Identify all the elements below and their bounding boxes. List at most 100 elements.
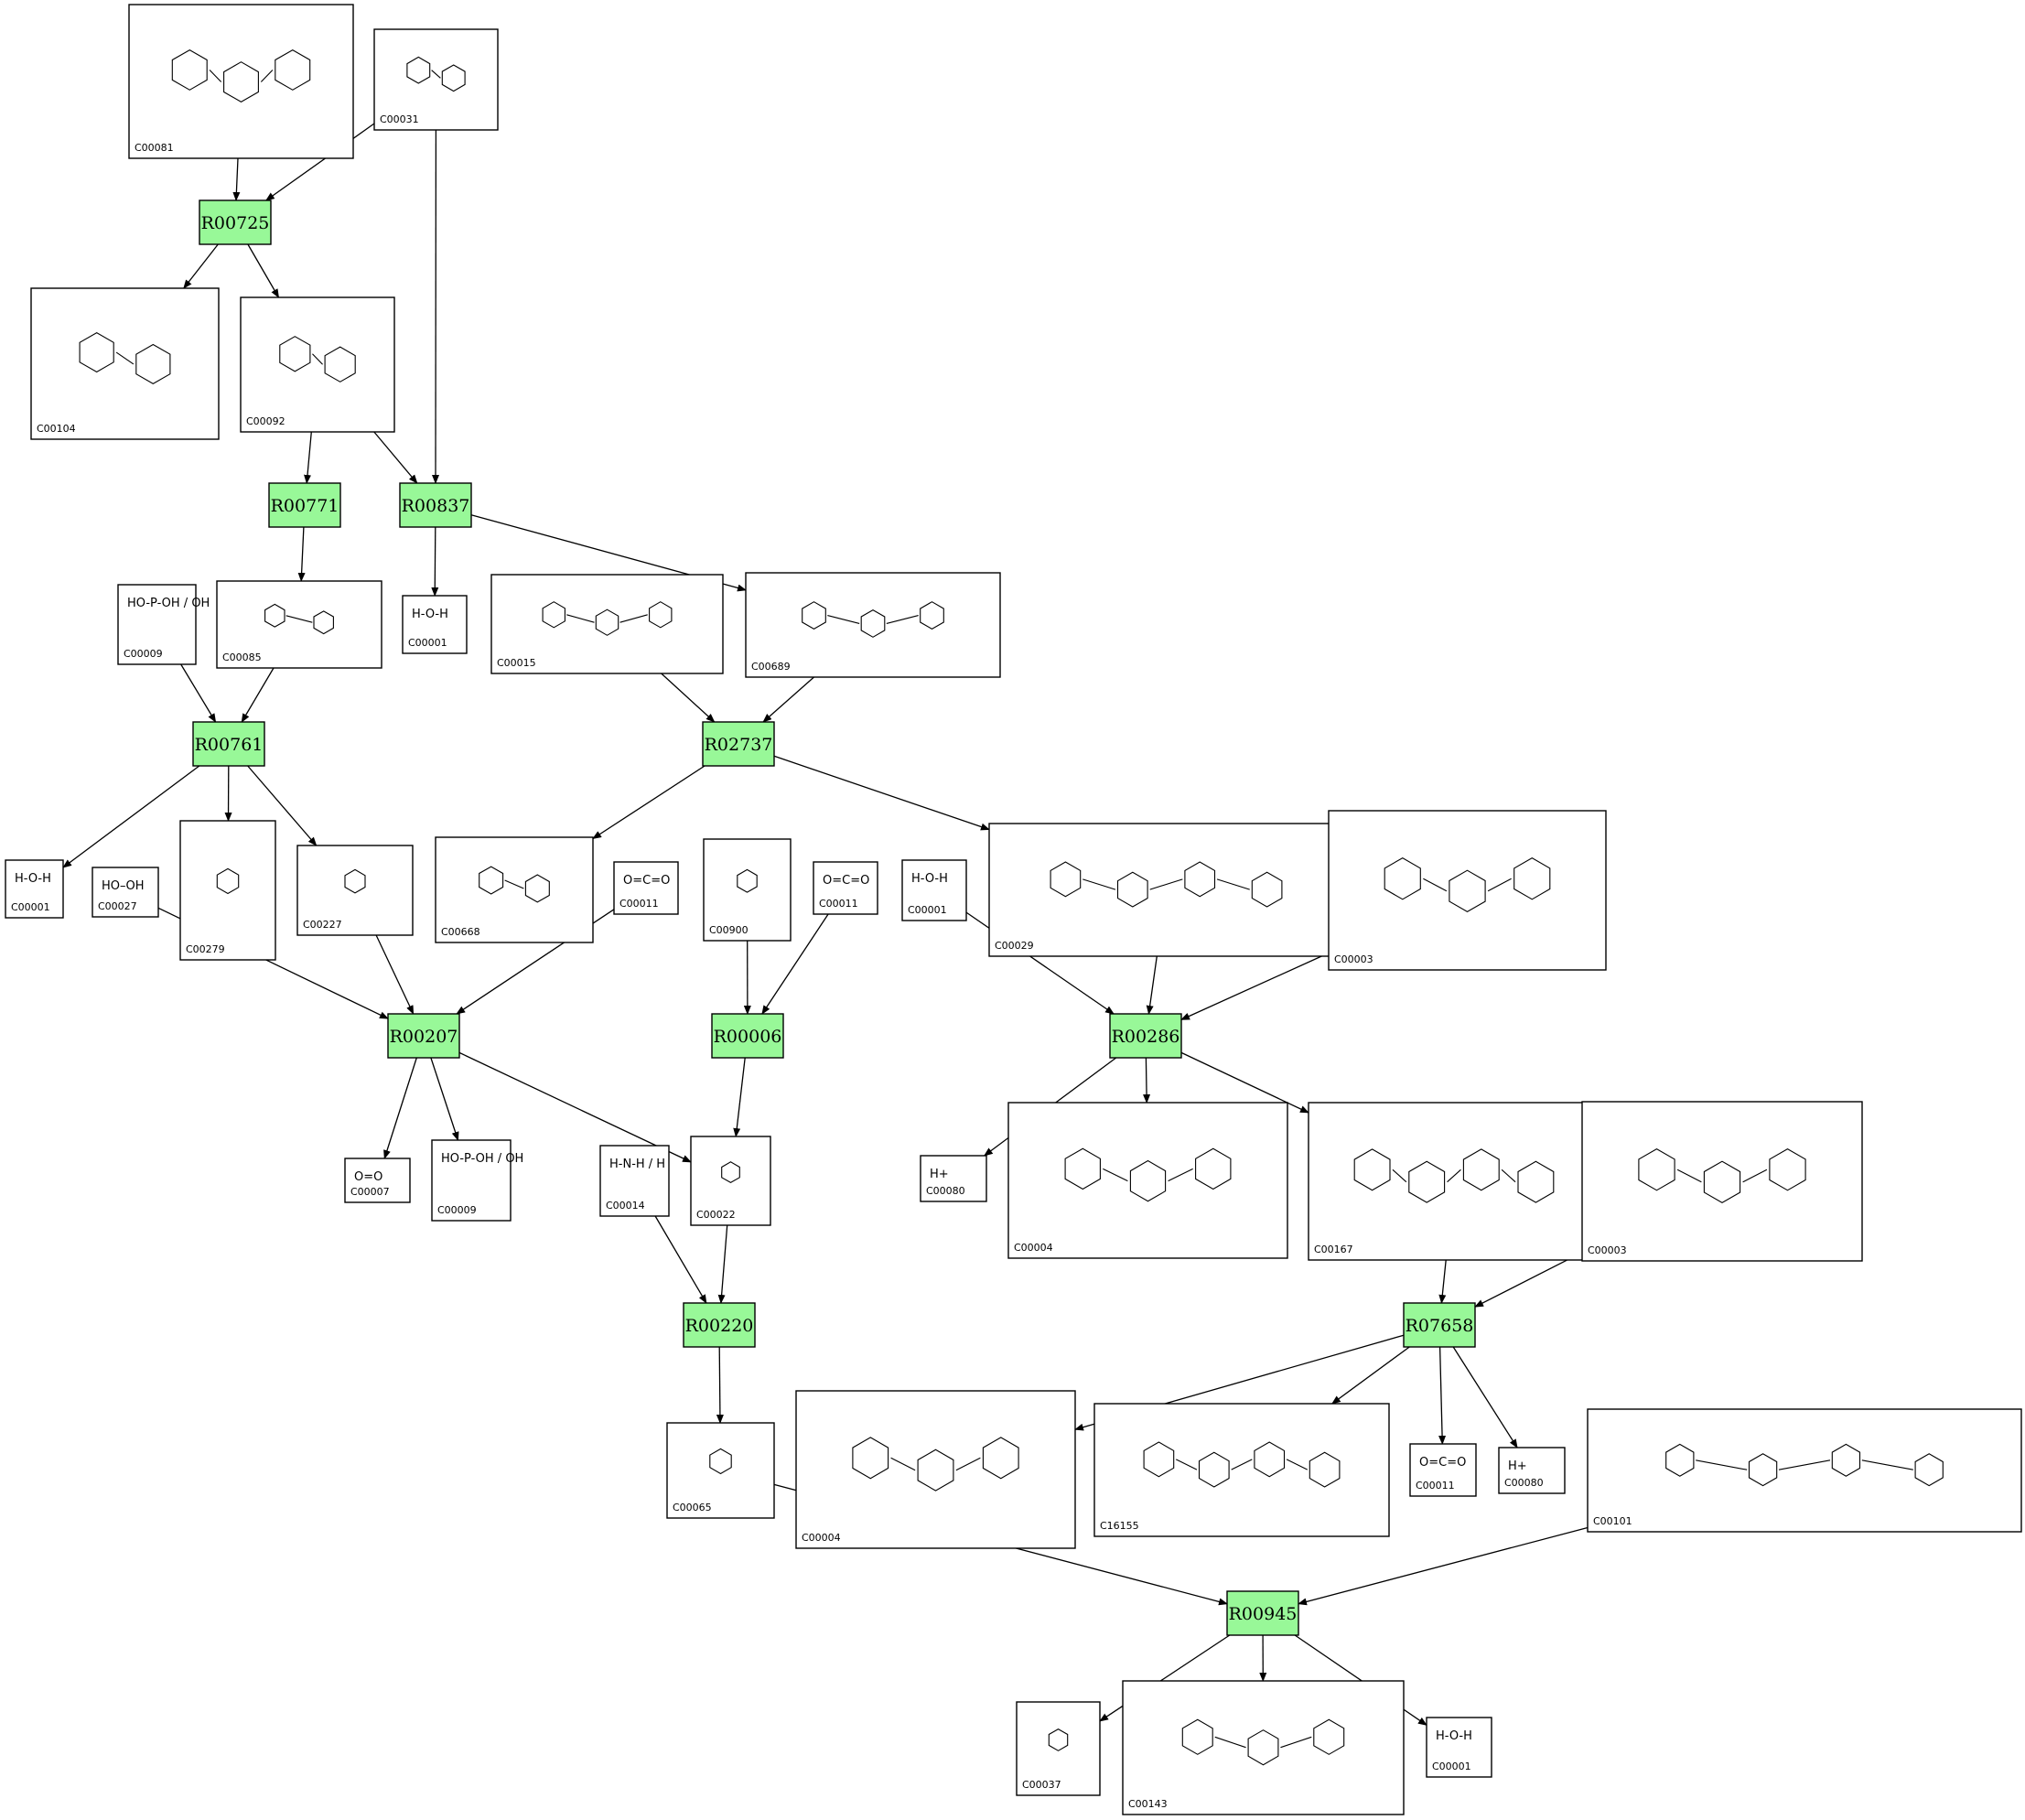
compound-id-label: C00029 (995, 940, 1034, 952)
compound-node-c00279[interactable]: C00279 (179, 820, 276, 961)
compound-node-c00065[interactable]: C00065 (666, 1422, 775, 1519)
reaction-node-r00771[interactable]: R00771 (268, 482, 341, 528)
compound-node-c00101[interactable]: C00101 (1587, 1408, 2022, 1533)
bond-line (209, 70, 222, 82)
ring-shape (982, 1437, 1019, 1480)
reaction-node-r00207[interactable]: R00207 (387, 1013, 460, 1059)
reaction-node-r00006[interactable]: R00006 (711, 1013, 784, 1059)
bond-line (1286, 1459, 1308, 1470)
compound-formula: H-O-H (911, 872, 948, 886)
reaction-node-r00286[interactable]: R00286 (1109, 1013, 1182, 1059)
ring-shape (1703, 1160, 1741, 1204)
ring-shape (1769, 1147, 1806, 1191)
ring-shape (1181, 1718, 1213, 1755)
reaction-node-r00725[interactable]: R00725 (199, 199, 272, 245)
compound-node-c00022[interactable]: C00022 (690, 1136, 771, 1226)
ring-shape (216, 867, 240, 895)
compound-id-label: C00081 (135, 142, 174, 154)
reaction-box (399, 482, 472, 528)
reaction-node-r00220[interactable]: R00220 (683, 1302, 756, 1348)
bond-line (115, 351, 135, 365)
compound-id-label: C00011 (1416, 1480, 1455, 1492)
compound-box (920, 1155, 987, 1202)
compound-id-label: C00143 (1128, 1798, 1168, 1810)
reaction-label: R00207 (390, 1027, 458, 1047)
compound-id-label: C00080 (926, 1185, 965, 1197)
compound-box (1007, 1102, 1288, 1259)
compound-node-c00689[interactable]: C00689 (745, 572, 1001, 678)
compound-node-c00004b[interactable]: C00004 (795, 1390, 1076, 1549)
compound-node-c00004a[interactable]: C00004 (1007, 1102, 1288, 1259)
edge-c00015-to-R02737 (661, 673, 716, 723)
bond-line (619, 614, 648, 623)
edge-R07658-to-c00011c (1438, 1346, 1447, 1445)
ring-shape (1247, 1729, 1279, 1766)
ring-shape (1184, 861, 1216, 898)
edge-c00081-to-R00725 (232, 157, 241, 201)
compound-node-c00037[interactable]: C00037 (1016, 1701, 1101, 1796)
reaction-node-r00837[interactable]: R00837 (399, 482, 472, 528)
bond-line (1676, 1168, 1702, 1183)
compound-node-c00015[interactable]: C00015 (490, 574, 724, 674)
bond-line (1083, 878, 1116, 890)
compound-node-c00900[interactable]: C00900 (703, 838, 792, 942)
compound-node-c00104[interactable]: C00104 (30, 287, 220, 440)
reaction-node-r02737[interactable]: R02737 (702, 721, 775, 767)
reaction-node-r00945[interactable]: R00945 (1226, 1590, 1299, 1636)
bond-line (1280, 1736, 1312, 1749)
ring-shape (1462, 1148, 1500, 1191)
compound-node-c00167[interactable]: C00167 (1308, 1102, 1600, 1261)
compound-id-label: C00900 (709, 924, 749, 936)
compound-formula: H-O-H (1436, 1729, 1472, 1743)
ring-shape (860, 608, 886, 638)
ring-shape (441, 64, 466, 92)
compound-id-label: C16155 (1100, 1520, 1139, 1532)
reaction-node-r07658[interactable]: R07658 (1403, 1302, 1476, 1348)
compound-node-c00029[interactable]: C00029 (988, 823, 1344, 957)
compound-node-c00143[interactable]: C00143 (1122, 1680, 1405, 1815)
edge-R00725-to-c00104 (183, 243, 219, 289)
reaction-node-r00761[interactable]: R00761 (192, 721, 265, 767)
ring-shape (1129, 1159, 1167, 1202)
compound-id-label: C00003 (1334, 953, 1373, 965)
compound-node-c00227[interactable]: C00227 (296, 845, 414, 936)
ring-shape (1517, 1160, 1555, 1203)
compound-node-c00668[interactable]: C00668 (435, 836, 594, 943)
compound-node-c00031[interactable]: C00031 (373, 28, 499, 131)
edges-layer (62, 123, 1589, 1726)
bond-line (1447, 1168, 1461, 1183)
compound-node-c00092[interactable]: C00092 (240, 296, 395, 433)
compound-node-c00080a[interactable]: H+C00080 (920, 1155, 987, 1202)
edge-c00022-to-R00220 (717, 1224, 728, 1304)
bond-line (1392, 1168, 1407, 1183)
edge-c00031-to-R00725 (264, 123, 375, 201)
compound-node-c16155[interactable]: C16155 (1093, 1403, 1390, 1537)
compound-box (1581, 1101, 1863, 1262)
compound-node-c00003b[interactable]: C00003 (1581, 1101, 1863, 1262)
bond-line (955, 1457, 981, 1471)
ring-shape (135, 343, 171, 385)
compound-node-c00080b[interactable]: H+C00080 (1498, 1447, 1566, 1494)
compound-node-c00085[interactable]: C00085 (216, 580, 382, 669)
bond-line (1778, 1459, 1831, 1470)
ring-shape (709, 1448, 732, 1475)
compound-node-c00003a[interactable]: C00003 (1328, 810, 1607, 971)
compound-id-label: C00031 (380, 113, 419, 125)
compound-id-label: C00001 (1432, 1761, 1471, 1772)
compound-node-c00081[interactable]: C00081 (128, 4, 354, 159)
compound-box (128, 4, 354, 159)
compound-node-c00001d[interactable]: H-O-H C00001 (1426, 1717, 1492, 1778)
compound-box (179, 820, 276, 961)
ring-shape (1313, 1718, 1345, 1755)
